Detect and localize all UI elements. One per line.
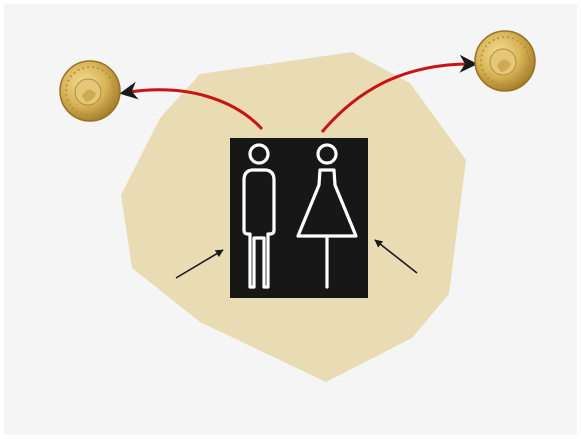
right-coin-icon: [475, 31, 535, 91]
left-coin-icon: [60, 61, 120, 121]
restroom-sign-icon: [230, 138, 368, 298]
